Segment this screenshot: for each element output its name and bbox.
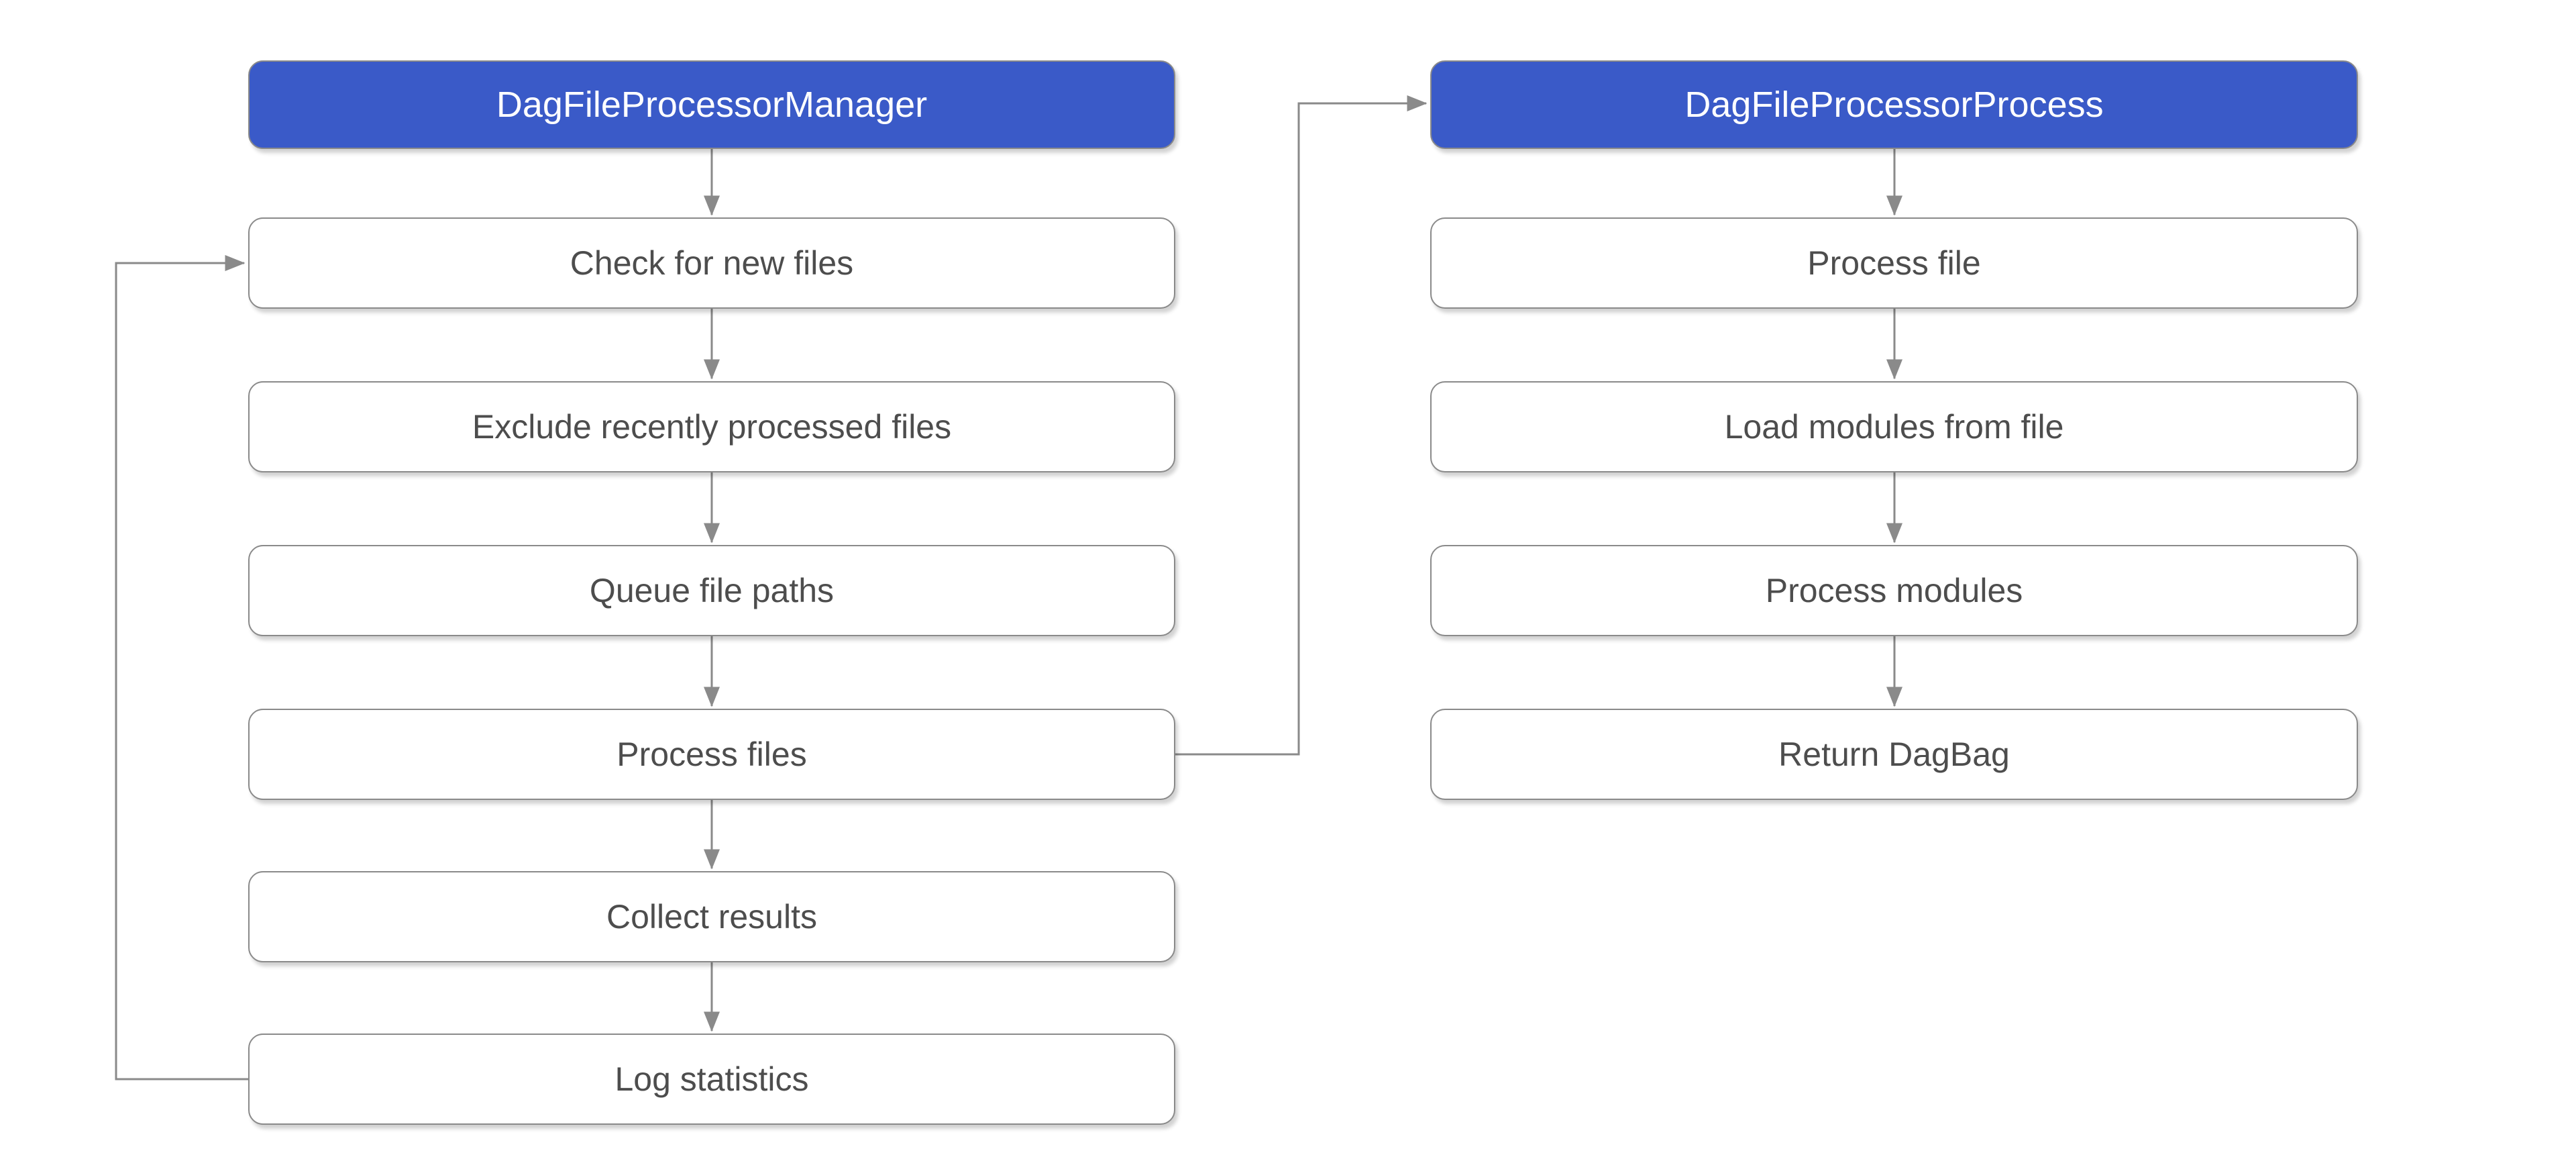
step-label: Queue file paths — [589, 572, 835, 609]
edge-log-to-check-loop — [115, 255, 248, 1080]
step-process-file: Process file — [1430, 217, 2358, 309]
step-collect-results: Collect results — [248, 871, 1175, 962]
step-queue-file-paths: Queue file paths — [248, 545, 1175, 636]
node-dagfileprocessormanager-header: DagFileProcessorManager — [248, 60, 1175, 149]
node-dagfileprocessorprocess-header: DagFileProcessorProcess — [1430, 60, 2358, 149]
step-process-modules: Process modules — [1430, 545, 2358, 636]
step-exclude-recently-processed-files: Exclude recently processed files — [248, 381, 1175, 472]
step-load-modules-from-file: Load modules from file — [1430, 381, 2358, 472]
step-log-statistics: Log statistics — [248, 1034, 1175, 1125]
step-check-for-new-files: Check for new files — [248, 217, 1175, 309]
step-label: Check for new files — [570, 244, 854, 282]
step-label: Log statistics — [614, 1060, 809, 1098]
step-label: Process modules — [1765, 572, 2023, 609]
step-label: Process file — [1807, 244, 1981, 282]
step-label: Load modules from file — [1724, 408, 2064, 446]
step-label: Process files — [616, 736, 807, 773]
step-label: Exclude recently processed files — [472, 408, 952, 446]
header-label: DagFileProcessorProcess — [1684, 85, 2104, 125]
header-label: DagFileProcessorManager — [496, 85, 928, 125]
step-label: Return DagBag — [1778, 736, 2010, 773]
step-return-dagbag: Return DagBag — [1430, 709, 2358, 800]
step-label: Collect results — [606, 898, 817, 936]
step-process-files: Process files — [248, 709, 1175, 800]
edge-processfiles-to-processor-link — [1175, 95, 1428, 756]
